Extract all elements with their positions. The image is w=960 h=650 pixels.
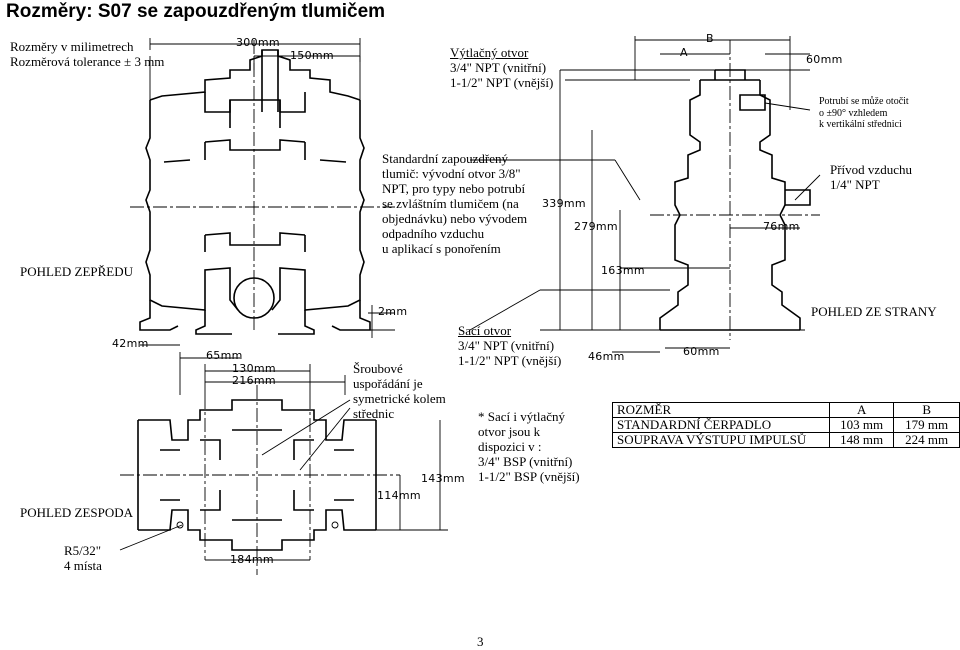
bsp-line: dispozici v : bbox=[478, 439, 542, 454]
muffler-note: Standardní zapouzdřený tlumič: vývodní o… bbox=[382, 151, 527, 256]
bsp-line: 1-1/2" BSP (vnější) bbox=[478, 469, 580, 484]
table-cell: 148 mm bbox=[828, 432, 895, 448]
dimension-184: 184mm bbox=[230, 553, 274, 566]
bolt-line: uspořádání je bbox=[353, 376, 423, 391]
muffler-line: Standardní zapouzdřený bbox=[382, 151, 508, 166]
muffler-line: tlumič: vývodní otvor 3/8" bbox=[382, 166, 521, 181]
table-row: STANDARDNÍ ČERPADLO 103 mm 179 mm bbox=[612, 417, 960, 433]
muffler-line: se zvláštním tlumičem (na bbox=[382, 196, 519, 211]
pipe-rotate-line: k vertikální střednici bbox=[819, 119, 902, 130]
bsp-note: * Sací i výtlačný otvor jsou k dispozici… bbox=[478, 409, 580, 484]
air-inlet-note: Přívod vzduchu 1/4" NPT bbox=[830, 162, 912, 192]
units-line-2: Rozměrová tolerance ± 3 mm bbox=[10, 54, 165, 69]
pipe-rotate-line: Potrubí se může otočit bbox=[819, 96, 909, 107]
bottom-view-label: POHLED ZESPODA bbox=[20, 505, 134, 520]
table-header-cell: A bbox=[828, 402, 895, 418]
units-line-1: Rozměry v milimetrech bbox=[10, 39, 134, 54]
suction-line-1: 3/4" NPT (vnitřní) bbox=[458, 338, 555, 353]
front-view-drawing bbox=[130, 38, 395, 335]
table-cell: SOUPRAVA VÝSTUPU IMPULSŮ bbox=[612, 432, 830, 448]
table-cell: 179 mm bbox=[893, 417, 960, 433]
table-header-cell: ROZMĚR bbox=[612, 402, 830, 418]
table-cell: 224 mm bbox=[893, 432, 960, 448]
dimension-a: A bbox=[680, 46, 688, 59]
table-cell: STANDARDNÍ ČERPADLO bbox=[612, 417, 830, 433]
discharge-title: Výtlačný otvor bbox=[450, 45, 529, 60]
dimension-339: 339mm bbox=[542, 197, 586, 210]
dimension-150: 150mm bbox=[290, 49, 334, 62]
bsp-line: otvor jsou k bbox=[478, 424, 541, 439]
side-view-label: POHLED ZE STRANY bbox=[811, 304, 937, 319]
suction-line-2: 1-1/2" NPT (vnější) bbox=[458, 353, 562, 368]
dimension-300: 300mm bbox=[236, 36, 280, 49]
bolt-line: Šroubové bbox=[353, 361, 403, 376]
dimension-46: 46mm bbox=[588, 350, 625, 363]
dimension-60-top: 60mm bbox=[806, 53, 843, 66]
dimension-143: 143mm bbox=[421, 472, 465, 485]
table-header-cell: B bbox=[893, 402, 960, 418]
bolt-pattern-note: Šroubové uspořádání je symetrické kolem … bbox=[353, 361, 446, 421]
table-cell: 103 mm bbox=[828, 417, 895, 433]
radius-note: R5/32" 4 místa bbox=[64, 543, 102, 573]
discharge-line-2: 1-1/2" NPT (vnější) bbox=[450, 75, 554, 90]
page-title: Rozměry: S07 se zapouzdřeným tlumičem bbox=[6, 1, 386, 22]
dimension-216: 216mm bbox=[232, 374, 276, 387]
table-row: SOUPRAVA VÝSTUPU IMPULSŮ 148 mm 224 mm bbox=[612, 432, 960, 448]
pipe-rotate-line: o ±90° vzhledem bbox=[819, 107, 888, 119]
dimension-table: ROZMĚR A B STANDARDNÍ ČERPADLO 103 mm 17… bbox=[612, 402, 960, 448]
suction-title: Sací otvor bbox=[458, 323, 512, 338]
dimension-65: 65mm bbox=[206, 349, 243, 362]
muffler-line: odpadního vzduchu bbox=[382, 226, 485, 241]
pipe-rotate-note: Potrubí se může otočit o ±90° vzhledem k… bbox=[819, 96, 909, 131]
bsp-line: * Sací i výtlačný bbox=[478, 409, 566, 424]
dimension-163: 163mm bbox=[601, 264, 645, 277]
muffler-line: NPT, pro typy nebo potrubí bbox=[382, 181, 526, 196]
discharge-line-1: 3/4" NPT (vnitřní) bbox=[450, 60, 547, 75]
dimension-130: 130mm bbox=[232, 362, 276, 375]
bolt-line: střednic bbox=[353, 406, 395, 421]
table-header-row: ROZMĚR A B bbox=[612, 402, 960, 418]
air-inlet-line-1: Přívod vzduchu bbox=[830, 162, 912, 177]
dimension-76: 76mm bbox=[763, 220, 800, 233]
units-note: Rozměry v milimetrech Rozměrová toleranc… bbox=[10, 39, 164, 69]
bottom-view-drawing bbox=[119, 305, 448, 575]
dimension-42: 42mm bbox=[112, 337, 149, 350]
side-view-drawing bbox=[469, 36, 821, 353]
air-inlet-line-2: 1/4" NPT bbox=[830, 177, 880, 192]
muffler-line: u aplikací s ponořením bbox=[382, 241, 501, 256]
dimension-279: 279mm bbox=[574, 220, 618, 233]
dimension-60-bottom: 60mm bbox=[683, 345, 720, 358]
dimension-b: B bbox=[706, 32, 714, 45]
discharge-port-note: Výtlačný otvor 3/4" NPT (vnitřní) 1-1/2"… bbox=[450, 45, 553, 90]
dimension-114: 114mm bbox=[377, 489, 421, 502]
front-view-label: POHLED ZEPŘEDU bbox=[20, 264, 134, 279]
dimension-2: 2mm bbox=[378, 305, 408, 318]
bsp-line: 3/4" BSP (vnitřní) bbox=[478, 454, 573, 469]
page-number: 3 bbox=[477, 634, 484, 649]
bolt-line: symetrické kolem bbox=[353, 391, 446, 406]
radius-line-1: R5/32" bbox=[64, 543, 102, 558]
muffler-line: objednávku) nebo vývodem bbox=[382, 211, 528, 226]
suction-port-note: Sací otvor 3/4" NPT (vnitřní) 1-1/2" NPT… bbox=[458, 323, 561, 368]
radius-line-2: 4 místa bbox=[64, 558, 102, 573]
